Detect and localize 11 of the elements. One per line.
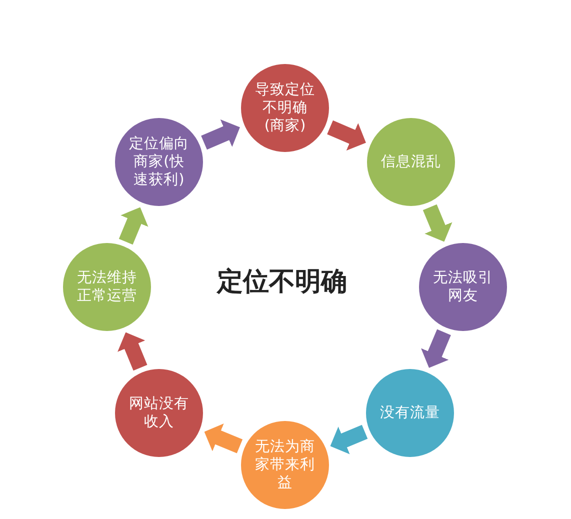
- arrow: [201, 119, 243, 150]
- step-text: 无法吸引网友: [432, 269, 494, 305]
- step-text: 网站没有收入: [128, 395, 190, 431]
- arrow: [327, 120, 369, 151]
- step-text: 定位偏向商家(快速获利): [128, 135, 190, 189]
- step-text: 无法维持正常运营: [76, 269, 138, 305]
- step-text: 无法为商家带来利益: [254, 438, 316, 492]
- step-text: 没有流量: [379, 404, 441, 422]
- step-text: 信息混乱: [380, 153, 442, 171]
- step-text: 导致定位不明确(商家): [254, 81, 316, 135]
- title: 定位不明确: [217, 267, 347, 297]
